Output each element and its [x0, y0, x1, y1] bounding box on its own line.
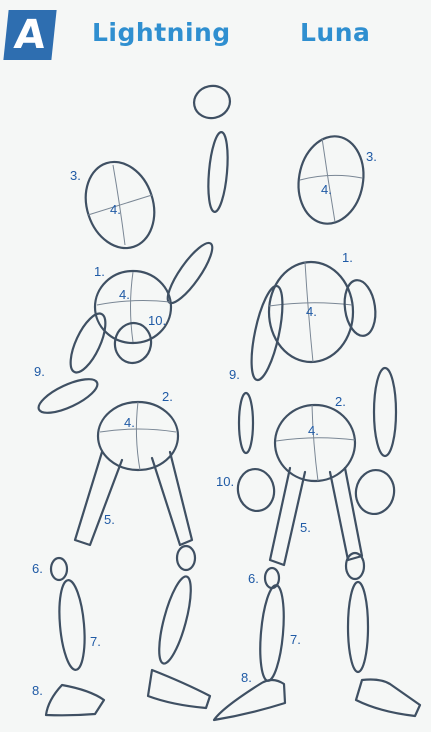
- luna-thigh-left: [270, 468, 305, 565]
- luna-label-1: 1.: [342, 250, 353, 265]
- lightning-label-9: 9.: [34, 364, 45, 379]
- lightning-chest: [95, 271, 171, 343]
- lightning-label-5: 5.: [104, 512, 115, 527]
- luna-label-2: 2.: [335, 394, 346, 409]
- luna-fist-right: [352, 467, 397, 517]
- lightning-label-4-pelvis: 4.: [124, 415, 135, 430]
- lightning-upper-arm-left: [64, 309, 113, 377]
- lightning-upper-raised-arm: [206, 131, 231, 212]
- luna-shin-right: [348, 582, 368, 672]
- luna-forearm-right: [374, 368, 396, 456]
- lightning-label-2: 2.: [162, 389, 173, 404]
- lightning-knee-left: [51, 558, 67, 580]
- lightning-forearm-left: [34, 373, 101, 420]
- lightning-label-4-head: 4.: [110, 202, 121, 217]
- luna-label-3: 3.: [366, 149, 377, 164]
- luna-shin-left: [257, 584, 287, 682]
- luna-label-8: 8.: [241, 670, 252, 685]
- lightning-foot-right: [148, 670, 210, 708]
- luna-fist-left: [235, 466, 278, 514]
- luna-forearm-left: [239, 393, 253, 453]
- luna-label-7: 7.: [290, 632, 301, 647]
- luna-pelvis: [275, 405, 355, 481]
- lightning-foot-left: [46, 685, 104, 715]
- lightning-label-6: 6.: [32, 561, 43, 576]
- luna-foot-right: [356, 680, 420, 717]
- luna-shoulder-right: [341, 278, 379, 338]
- lightning-shin-right: [153, 574, 198, 667]
- lightning-knee-right: [177, 546, 195, 570]
- luna-shoulder-left: [245, 284, 288, 383]
- luna-label-4-head: 4.: [321, 182, 332, 197]
- lightning-label-7: 7.: [90, 634, 101, 649]
- luna-head: [292, 131, 370, 229]
- lightning-shin-left: [56, 579, 88, 671]
- lightning-label-1: 1.: [94, 264, 105, 279]
- lightning-label-8: 8.: [32, 683, 43, 698]
- luna-thigh-right: [330, 468, 362, 560]
- lightning-raised-hand: [191, 83, 233, 122]
- luna-foot-left: [214, 680, 285, 720]
- luna-label-5: 5.: [300, 520, 311, 535]
- luna-label-4-pelvis: 4.: [308, 423, 319, 438]
- luna-label-9: 9.: [229, 367, 240, 382]
- luna-label-6: 6.: [248, 571, 259, 586]
- lightning-label-3: 3.: [70, 168, 81, 183]
- lightning-thigh-left: [75, 452, 122, 545]
- luna-label-10: 10.: [216, 474, 234, 489]
- figure-lightning: [34, 83, 233, 716]
- lightning-label-4-chest: 4.: [119, 287, 130, 302]
- luna-label-4-chest: 4.: [306, 304, 317, 319]
- lightning-label-10: 10.: [148, 313, 166, 328]
